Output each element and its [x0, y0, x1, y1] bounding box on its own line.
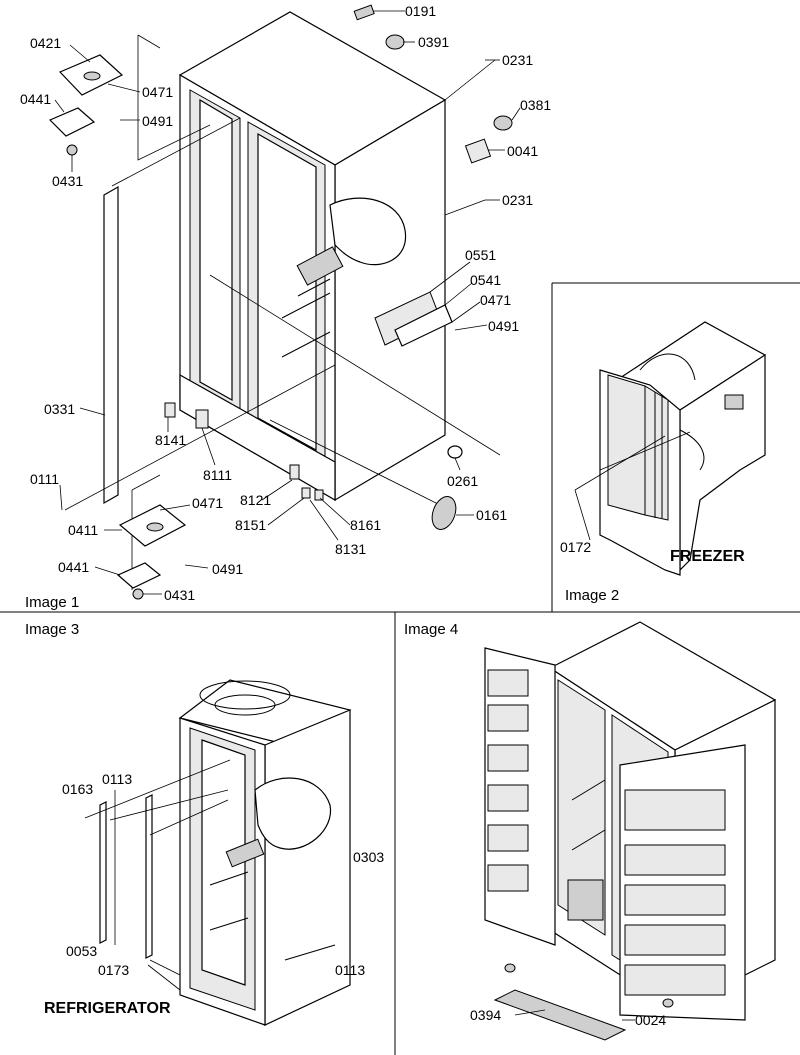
image1-part-labels: 0191 0391 0231 0381 0041 0231 0551 0541 … — [20, 3, 551, 603]
label-0024: 0024 — [635, 1012, 666, 1028]
image4-caption: Image 4 — [404, 621, 458, 638]
label-0053: 0053 — [66, 943, 97, 959]
label-0381: 0381 — [520, 97, 551, 113]
label-0231: 0231 — [502, 192, 533, 208]
label-0411: 0411 — [68, 522, 98, 538]
image2-caption: Image 2 — [565, 587, 619, 604]
image3-refrigerator — [84, 679, 352, 1026]
label-0471: 0471 — [142, 84, 173, 100]
label-0471: 0471 — [480, 292, 511, 308]
image2-title: FREEZER — [670, 548, 745, 565]
label-0431: 0431 — [52, 173, 83, 189]
label-0491: 0491 — [142, 113, 173, 129]
label-0172: 0172 — [560, 539, 591, 555]
label-8141: 8141 — [155, 432, 186, 448]
label-8161: 8161 — [350, 517, 381, 533]
label-8151: 8151 — [235, 517, 266, 533]
image3-title: REFRIGERATOR — [44, 1000, 171, 1017]
label-0551: 0551 — [465, 247, 496, 263]
door-bins — [487, 669, 726, 996]
label-0231: 0231 — [502, 52, 533, 68]
label-0041: 0041 — [507, 143, 538, 159]
image1-cabinet — [64, 11, 501, 590]
image1-small-parts — [48, 4, 513, 600]
label-0441: 0441 — [58, 559, 89, 575]
label-0113: 0113 — [335, 962, 365, 978]
label-0163: 0163 — [62, 781, 93, 797]
label-0394: 0394 — [470, 1007, 501, 1023]
label-0471: 0471 — [192, 495, 223, 511]
label-0261: 0261 — [447, 473, 478, 489]
label-8131: 8131 — [335, 541, 366, 557]
label-0441: 0441 — [20, 91, 51, 107]
label-0161: 0161 — [476, 507, 507, 523]
label-0491: 0491 — [212, 561, 243, 577]
image1-leader-lines — [54, 10, 521, 595]
label-8121: 8121 — [240, 492, 271, 508]
image1-caption: Image 1 — [25, 594, 79, 611]
label-0391: 0391 — [418, 34, 449, 50]
label-0331: 0331 — [44, 401, 75, 417]
label-0431: 0431 — [164, 587, 195, 603]
image2-freezer — [574, 321, 767, 576]
label-0113: 0113 — [102, 771, 132, 787]
label-0491: 0491 — [488, 318, 519, 334]
label-0173: 0173 — [98, 962, 129, 978]
image4-doors-open — [484, 621, 777, 1041]
label-0111: 0111 — [30, 471, 59, 487]
label-0421: 0421 — [30, 35, 61, 51]
panel-borders — [0, 282, 800, 1055]
image3-part-labels: 0163 0113 0303 0053 0173 0113 — [62, 771, 384, 978]
label-0303: 0303 — [353, 849, 384, 865]
label-0541: 0541 — [470, 272, 501, 288]
label-0191: 0191 — [405, 3, 436, 19]
image3-caption: Image 3 — [25, 621, 79, 638]
label-8111: 8111 — [203, 467, 232, 483]
